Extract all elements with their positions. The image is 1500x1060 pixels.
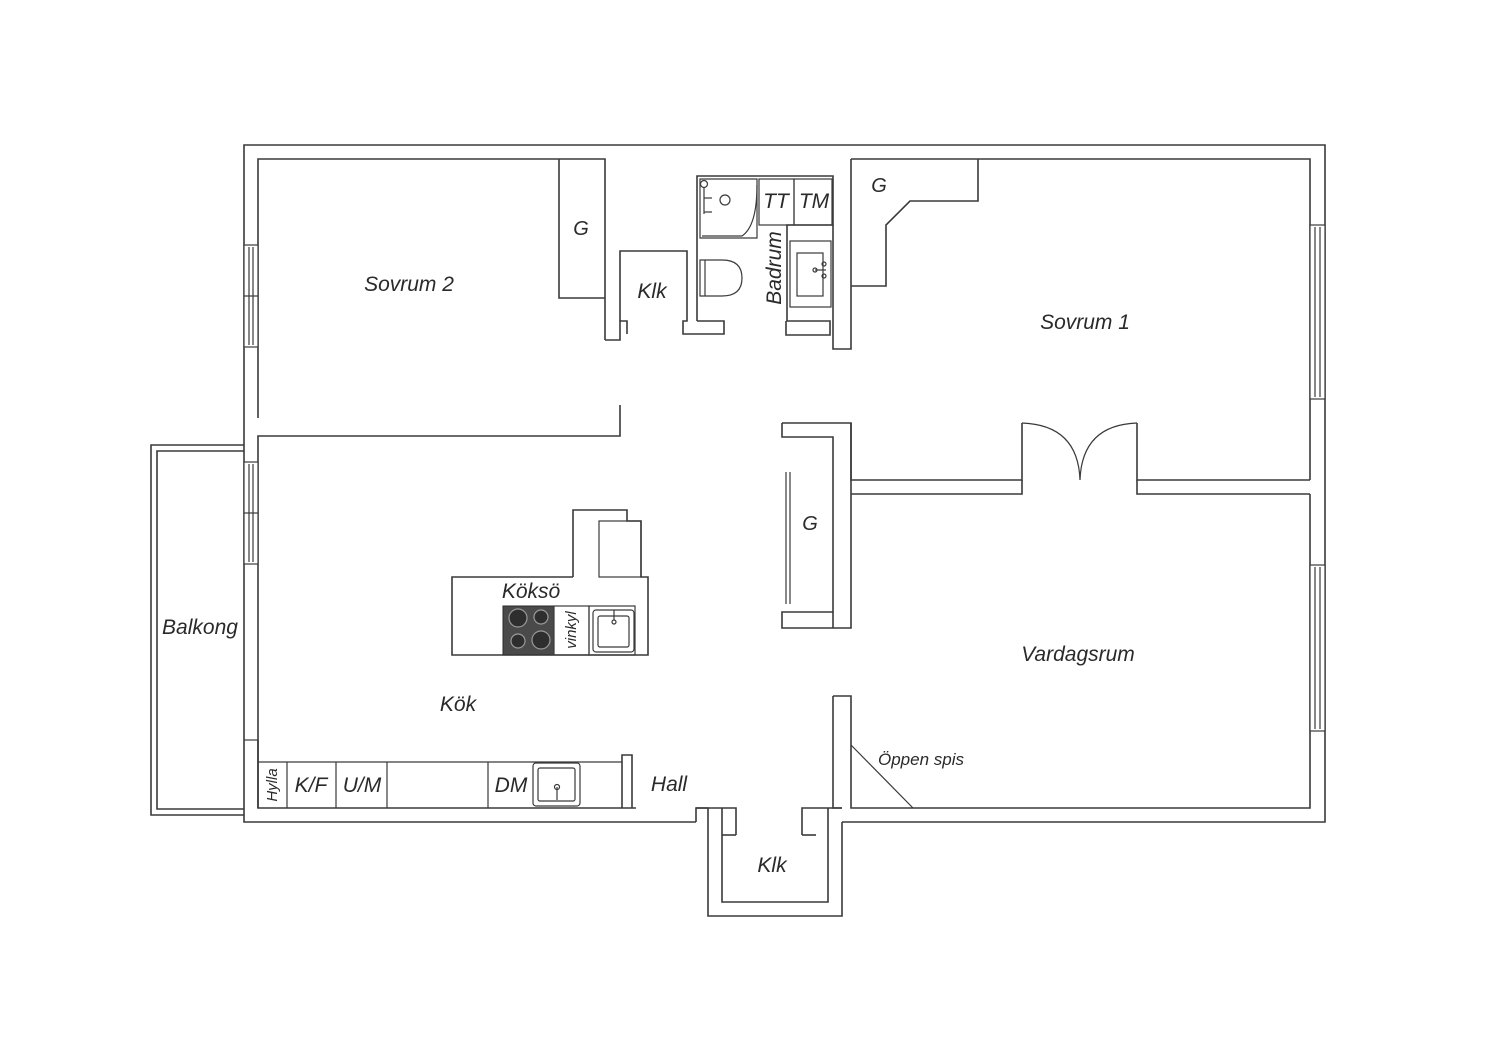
bathroom-block	[696, 159, 852, 350]
label-badrum: Badrum	[763, 231, 786, 305]
label-kok: Kök	[440, 693, 478, 716]
label-klk-upper: Klk	[637, 280, 668, 303]
label-hall: Hall	[651, 773, 689, 796]
label-tm: TM	[799, 190, 830, 213]
label-vardagsrum: Vardagsrum	[1021, 643, 1135, 666]
balcony	[150, 444, 244, 816]
label-balkong: Balkong	[162, 616, 238, 639]
label-koksoe: Köksö	[502, 580, 561, 603]
label-g-hall: G	[802, 513, 818, 535]
label-vinkyl: vinkyl	[563, 611, 580, 649]
label-kf: K/F	[295, 774, 329, 797]
label-g-sovrum-1: G	[871, 175, 887, 197]
living-room-wall	[832, 696, 914, 809]
label-sovrum-2: Sovrum 2	[364, 273, 454, 296]
label-g-sovrum-2: G	[573, 218, 589, 240]
upper-klk-walls	[605, 250, 725, 341]
label-hylla: Hylla	[264, 768, 281, 801]
sovrum1-closet	[851, 159, 979, 287]
label-sovrum-1: Sovrum 1	[1040, 311, 1130, 334]
labels: Sovrum 2 G Klk TT TM Badrum G Sovrum 1 G…	[162, 175, 1135, 877]
sovrum2-closet	[558, 159, 605, 299]
label-um: U/M	[343, 774, 382, 797]
label-dm: DM	[495, 774, 528, 797]
hall-closet	[781, 422, 852, 629]
windows	[243, 224, 1326, 732]
kitchen-island	[451, 509, 649, 656]
label-oppen-spis: Öppen spis	[878, 750, 964, 769]
living-bedroom-partition	[850, 422, 1310, 495]
label-klk-lower: Klk	[757, 854, 788, 877]
kitchen-counter	[244, 739, 633, 808]
label-tt: TT	[763, 190, 791, 213]
